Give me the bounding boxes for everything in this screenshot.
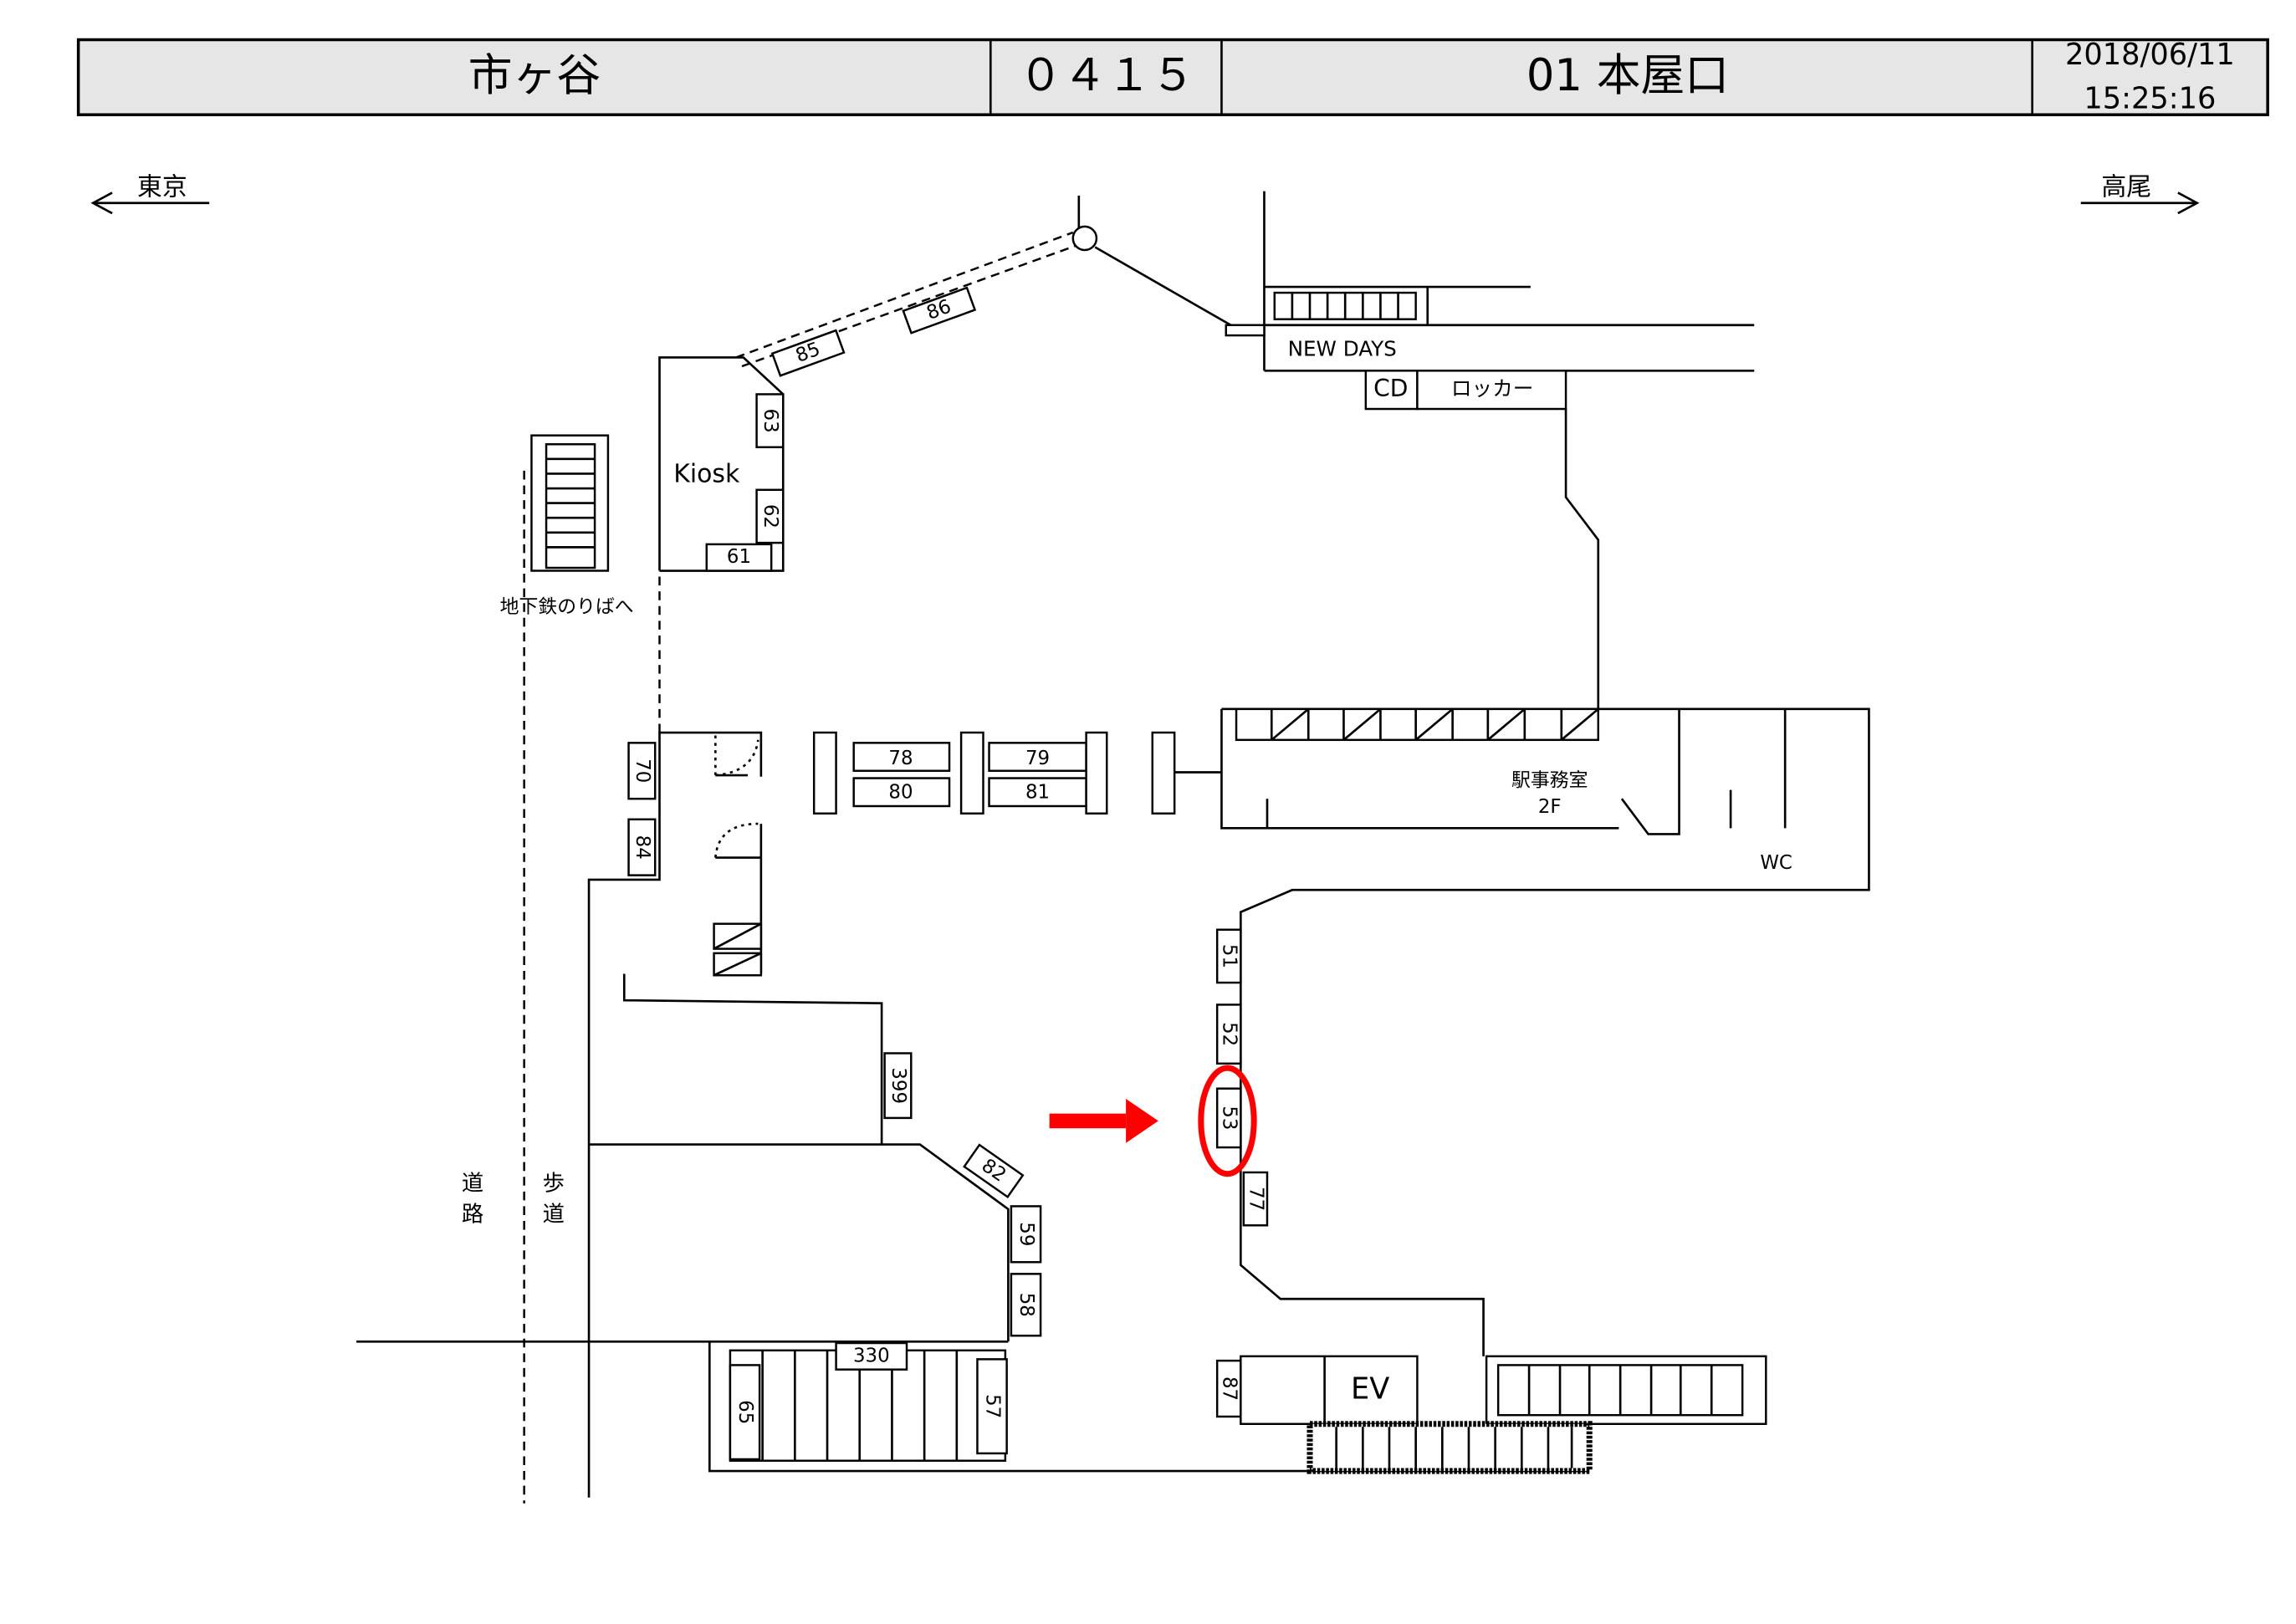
board-62: 62 xyxy=(755,488,785,544)
board-53: 53 xyxy=(1215,1087,1242,1149)
direction-left: 東京 xyxy=(90,173,210,215)
board-77: 77 xyxy=(1242,1171,1269,1227)
subway-label: 地下鉄のりばへ xyxy=(500,596,634,618)
header-bar: 市ヶ谷 ０４１５ 01 本屋口 2018/06/11 15:25:16 xyxy=(76,38,2269,116)
road-label-2: 路 xyxy=(462,1202,483,1227)
ev-label: EV xyxy=(1351,1371,1389,1406)
board-87-label: 87 xyxy=(1219,1376,1240,1401)
board-51-label: 51 xyxy=(1219,944,1240,968)
board-62-label: 62 xyxy=(759,504,781,529)
board-57-label: 57 xyxy=(982,1394,1004,1418)
board-84: 84 xyxy=(627,818,657,876)
board-82: 82 xyxy=(963,1143,1025,1199)
board-59-label: 59 xyxy=(1015,1222,1037,1246)
station-code: ０４１５ xyxy=(1019,50,1195,101)
board-79-label: 79 xyxy=(1025,748,1050,769)
board-57: 57 xyxy=(976,1358,1008,1455)
sidewalk-label-2: 道 xyxy=(543,1202,565,1227)
board-52-label: 52 xyxy=(1219,1022,1240,1046)
board-70: 70 xyxy=(627,742,657,800)
board-80-label: 80 xyxy=(888,782,913,804)
board-59: 59 xyxy=(1010,1205,1042,1264)
elevator xyxy=(1240,1355,1419,1425)
board-87: 87 xyxy=(1215,1359,1242,1418)
board-58: 58 xyxy=(1010,1273,1042,1337)
escalator-bottom xyxy=(1307,1421,1593,1474)
direction-right: 高尾 xyxy=(2080,173,2200,215)
board-399: 399 xyxy=(883,1052,913,1120)
direction-right-label: 高尾 xyxy=(2101,173,2151,202)
time: 15:25:16 xyxy=(2084,82,2216,116)
board-53-label: 53 xyxy=(1219,1106,1240,1130)
board-63-label: 63 xyxy=(759,409,781,433)
board-70-label: 70 xyxy=(632,758,653,783)
direction-left-label: 東京 xyxy=(137,173,187,202)
board-85: 85 xyxy=(770,329,846,377)
board-399-label: 399 xyxy=(887,1067,909,1104)
board-65: 65 xyxy=(729,1364,761,1461)
board-61-label: 61 xyxy=(727,546,751,568)
board-81-label: 81 xyxy=(1025,782,1050,804)
station-name: 市ヶ谷 xyxy=(468,50,601,101)
board-65-label: 65 xyxy=(734,1400,756,1424)
board-330-label: 330 xyxy=(853,1345,890,1366)
office-floor-label: 2F xyxy=(1538,796,1562,818)
locker-label: ロッカー xyxy=(1451,376,1533,401)
sidewalk-label-1: 歩 xyxy=(543,1172,565,1197)
pillar-icon xyxy=(1071,225,1098,252)
office-label: 駅事務室 xyxy=(1511,770,1588,792)
board-63: 63 xyxy=(755,393,785,448)
board-78-label: 78 xyxy=(888,748,913,769)
highlight-circle xyxy=(1198,1065,1257,1177)
exit-name: 01 本屋口 xyxy=(1526,50,1729,101)
road-label-1: 道 xyxy=(462,1172,483,1197)
kiosk-label: Kiosk xyxy=(673,460,740,489)
board-84-label: 84 xyxy=(632,835,653,860)
board-52: 52 xyxy=(1215,1004,1242,1065)
board-51: 51 xyxy=(1215,928,1242,984)
cd-label: CD xyxy=(1373,375,1408,402)
board-330: 330 xyxy=(835,1341,908,1371)
board-58-label: 58 xyxy=(1015,1293,1037,1317)
board-77-label: 77 xyxy=(1245,1187,1266,1211)
wc-label: WC xyxy=(1760,852,1792,874)
board-61: 61 xyxy=(705,543,773,572)
red-arrow-icon xyxy=(1049,1099,1158,1143)
date: 2018/06/11 xyxy=(2065,38,2235,72)
newdays-label: NEW DAYS xyxy=(1288,337,1397,361)
